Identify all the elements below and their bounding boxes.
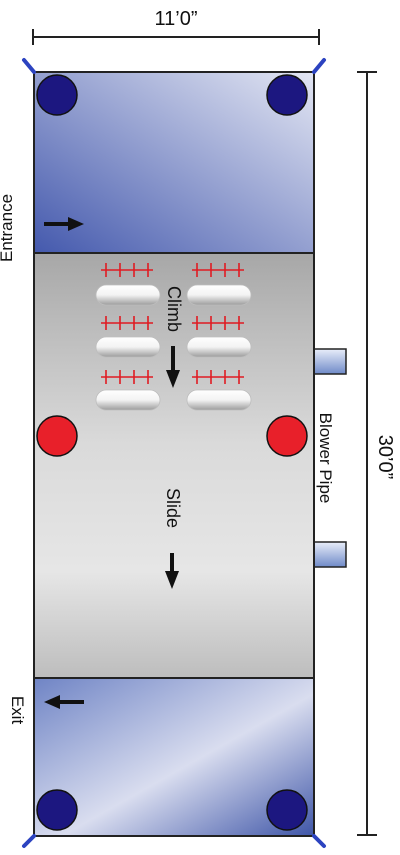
climb-step (95, 389, 161, 411)
entrance-label: Entrance (0, 194, 16, 262)
climb-step (186, 284, 252, 306)
climb-step (186, 389, 252, 411)
center-post-left (36, 415, 78, 457)
climb-marks (101, 263, 244, 384)
length-dimension: 30’0” (357, 71, 396, 836)
climb-step (95, 336, 161, 358)
blower-pipe-label: Blower Pipe (316, 413, 335, 504)
climb-step-row (95, 284, 252, 306)
corner-post (266, 789, 308, 831)
climb-step-row (95, 336, 252, 358)
width-dimension: 11’0” (32, 8, 320, 45)
arrow-left-icon (44, 695, 84, 709)
center-post-right (266, 415, 308, 457)
corner-anchors (22, 58, 326, 848)
slide-zone (33, 252, 315, 679)
blower-pipe-top (313, 348, 347, 375)
width-label: 11’0” (155, 8, 198, 30)
arrow-down-icon (165, 553, 179, 589)
climbing-wall (95, 263, 252, 411)
exit-label: Exit (8, 696, 27, 725)
corner-post (266, 74, 308, 116)
length-label: 30’0” (374, 435, 396, 479)
corner-post (36, 74, 78, 116)
climb-step-row (95, 389, 252, 411)
climb-label: Climb (164, 286, 184, 332)
arrow-right-icon (44, 217, 84, 231)
corner-post (36, 789, 78, 831)
climb-step (186, 336, 252, 358)
blower-pipe-bottom (313, 541, 347, 568)
slide-label: Slide (163, 488, 183, 528)
arrow-down-icon (166, 346, 180, 388)
climb-step (95, 284, 161, 306)
